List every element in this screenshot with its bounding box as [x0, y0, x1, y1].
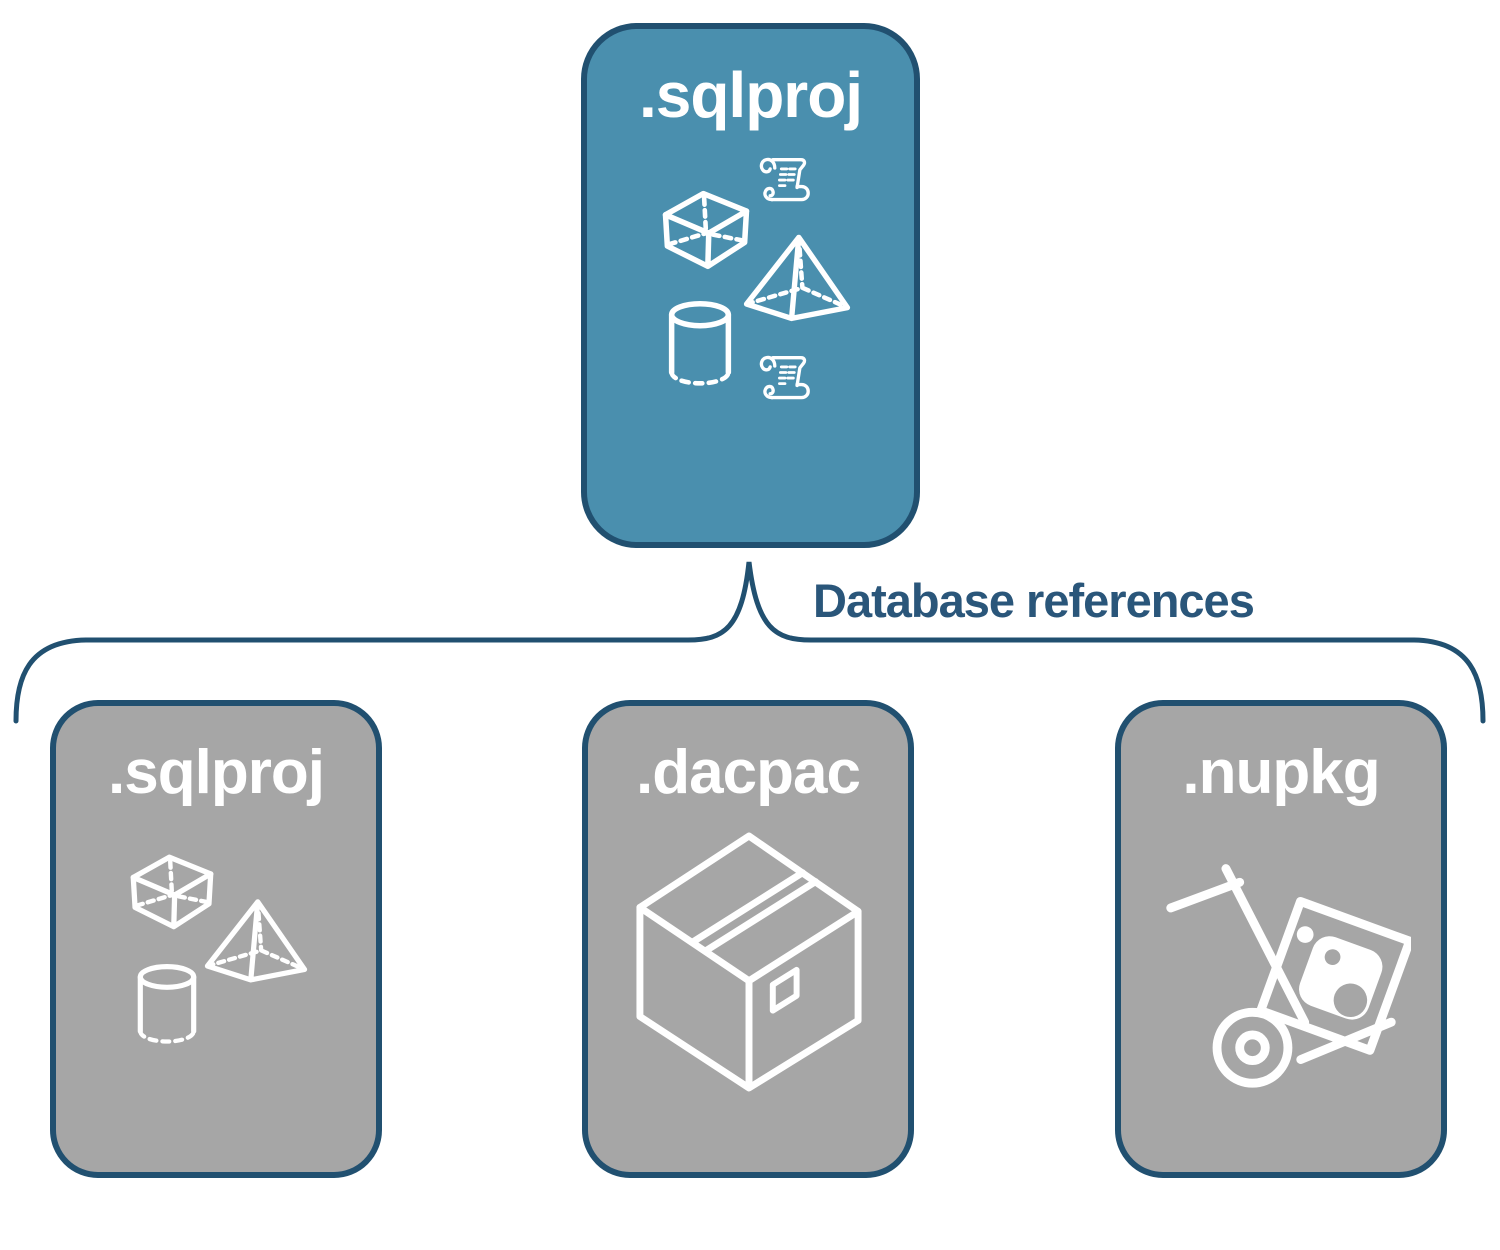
- package-box-icon: [630, 826, 868, 1092]
- node-nupkg: .nupkg: [1115, 700, 1447, 1178]
- node-nupkg-label: .nupkg: [1182, 738, 1380, 807]
- node-sqlproj-top: .sqlproj: [581, 23, 920, 548]
- hand-truck-icon: [1155, 844, 1411, 1092]
- database-references-label: Database references: [813, 574, 1255, 627]
- pyramid-icon: [747, 237, 848, 318]
- node-sqlproj-child: .sqlproj: [50, 700, 382, 1178]
- geometry-icon-cluster: [128, 846, 314, 1046]
- sql-script-icon: [759, 355, 810, 400]
- cylinder-icon: [140, 967, 193, 1042]
- node-sqlproj-child-label: .sqlproj: [108, 738, 325, 807]
- node-dacpac-label: .dacpac: [636, 738, 861, 807]
- cube-icon: [133, 857, 210, 927]
- sql-script-icon: [759, 157, 810, 202]
- node-sqlproj-top-label: .sqlproj: [638, 59, 863, 131]
- cube-icon: [666, 194, 747, 267]
- node-dacpac: .dacpac: [582, 700, 914, 1178]
- cylinder-icon: [672, 304, 729, 384]
- geometry-and-scripts-icon-cluster: [655, 157, 855, 400]
- pyramid-icon: [207, 902, 304, 980]
